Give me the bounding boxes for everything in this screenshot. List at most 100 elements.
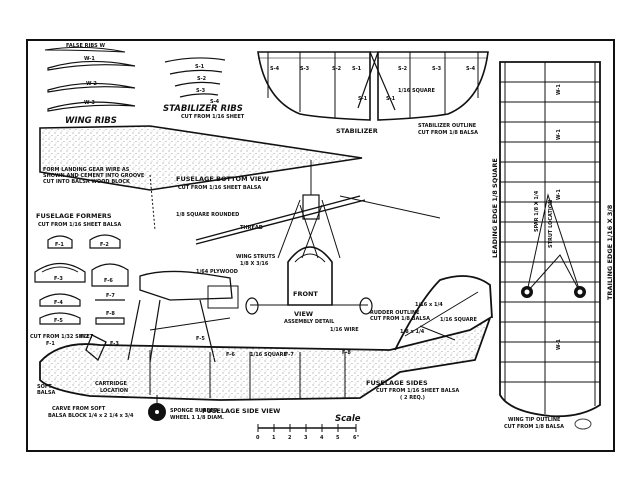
w2-label: W-2 [86,81,97,87]
stab-s1-lower-right: S-1 [386,96,396,102]
sponge-label-2: WHEEL 1 1/8 DIAM. [170,415,224,421]
scale-tick-4: 4 [320,435,324,441]
side-f7-label: F-7 [285,352,294,358]
formers-subtitle: CUT FROM 1/16 SHEET BALSA [38,222,121,228]
wing-rib-label-3: W-1 [556,189,562,200]
strut-location-label: STRUT LOCATION [548,200,554,248]
side-f2-label: F-2 [80,334,89,340]
leading-edge-label: LEADING EDGE 1/8 SQUARE [491,158,499,258]
plywood-label: 1/64 PLYWOOD [196,269,238,275]
wing-ribs-group: FALSE RIBS W W-1 W-2 W-3 WING RIBS [44,43,136,126]
carve-label-2: BALSA BLOCK 1/4 x 2 1/4 x 3/4 [48,413,134,419]
former-f6: F-6 [104,278,113,284]
former-f4: F-4 [54,300,63,306]
trailing-edge-label: TRAILING EDGE 1/16 X 3/8 [606,204,614,300]
former-f5: F-5 [54,318,63,324]
side-f1-label: F-1 [46,341,55,347]
side-f6-label: F-6 [226,352,235,358]
stabilizer-plan: S-4 S-3 S-2 S-1 S-2 S-3 S-4 S-1 S-1 1/16… [257,51,489,136]
cut-132-label: CUT FROM 1/32 SHEET [30,334,94,340]
s2-label: S-2 [197,76,207,82]
former-f8: F-8 [106,311,115,317]
rudder-outline-2: CUT FROM 1/8 BALSA [370,316,430,322]
wing-rib-label-1: W-1 [556,84,562,95]
fuselage-side-view: CUT FROM 1/32 SHEET F-2 F-1 F-3 F-5 F-6 … [30,270,493,421]
cartridge-label: CARTRIDGE [95,381,128,387]
s3-label: S-3 [196,88,206,94]
stab-s2-left: S-2 [332,66,342,72]
rounded-square-label: 1/8 SQUARE ROUNDED [176,212,239,218]
stab-square-label: 1/16 SQUARE [398,88,435,94]
w1-label: W-1 [84,56,95,62]
rudder-size-label: 1/16 x 1/4 [415,302,443,308]
wing-struts-label: WING STRUTS [236,254,276,260]
side-f3-label: F-3 [110,341,119,347]
rudder-size-label-2: 1/8 x 1/4 [400,329,425,335]
s4-label: S-4 [210,99,220,105]
stab-s1-left: S-1 [352,66,362,72]
stab-outline-line1: STABILIZER OUTLINE [418,123,477,129]
view-label: VIEW [294,310,313,318]
scale-tick-0: 0 [256,435,260,441]
scale-tick-3: 3 [304,435,308,441]
stab-s1-lower: S-1 [358,96,368,102]
former-f1: F-1 [55,242,64,248]
scale-title: Scale [335,414,361,424]
gear-note-1: FORM LANDING GEAR WIRE AS [43,167,130,173]
stab-s4-left: S-4 [270,66,280,72]
stab-s3-left: S-3 [300,66,310,72]
sides-title: FUSELAGE SIDES [366,379,428,387]
sides-quantity: ( 2 REQ.) [400,395,425,401]
wing-rib-label-4: W-1 [556,339,562,350]
front-label: FRONT [293,290,318,298]
stabilizer-ribs-subtitle: CUT FROM 1/16 SHEET [181,114,245,120]
stab-s3-right: S-3 [432,66,442,72]
scale-tick-5: 5 [336,435,340,441]
fuselage-bottom-view: FORM LANDING GEAR WIRE AS SHOWN AND CEME… [39,125,363,231]
wing-ribs-title: WING RIBS [65,116,117,126]
formers-title: FUSELAGE FORMERS [36,212,112,220]
publisher-stamp [574,418,592,430]
sponge-label-1: SPONGE RUBBER [170,408,218,414]
stabilizer-ribs-title: STABILIZER RIBS [163,104,243,114]
carve-label-1: CARVE FROM SOFT [52,406,106,412]
soft-balsa-2: BALSA [37,390,55,396]
front-view-assembly: 1/8 SQUARE ROUNDED THREAD WING STRUTS 1/… [176,160,441,333]
thread-label: THREAD [240,225,263,231]
wing-rib-label-2: W-1 [556,129,562,140]
scale-tick-2: 2 [288,435,292,441]
side-square-label: 1/16 SQUARE [250,352,287,358]
stab-s2-right: S-2 [398,66,408,72]
spar-label: SPAR 1/8 X 1/4 [534,190,540,232]
stab-outline-line2: CUT FROM 1/8 BALSA [418,130,478,136]
w3-label: W-3 [84,100,95,106]
bottom-view-subtitle: CUT FROM 1/16 SHEET BALSA [178,185,261,191]
assembly-detail-label: ASSEMBLY DETAIL [284,319,335,325]
former-f7: F-7 [106,293,115,299]
side-f5-label: F-5 [196,336,205,342]
wing-tip-label-1: WING TIP OUTLINE [508,417,561,423]
bottom-view-title: FUSELAGE BOTTOM VIEW [176,175,269,183]
stabilizer-ribs-group: S-1 S-2 S-3 S-4 STABILIZER RIBS CUT FROM… [163,57,245,120]
gear-note-2: SHOWN AND CEMENT INTO GROOVE [43,173,145,179]
scale-tick-1: 1 [272,435,276,441]
s1-label: S-1 [195,64,205,70]
scale-bar: Scale 0 1 2 3 4 5 6" [256,414,361,441]
side-f8-label: F-8 [342,350,351,356]
false-ribs-label: FALSE RIBS W [66,43,106,49]
former-f2: F-2 [100,242,109,248]
wire-label: 1/16 WIRE [330,327,359,333]
wing-struts-size: 1/8 X 3/16 [240,261,269,267]
stab-s4-right: S-4 [466,66,476,72]
soft-balsa-1: SOFT [37,384,52,390]
wing-tip-label-2: CUT FROM 1/8 BALSA [504,424,564,430]
stabilizer-title: STABILIZER [336,127,378,135]
gear-note-3: CUT INTO BALSA WOOD BLOCK [43,179,131,185]
side-view-title: FUSELAGE SIDE VIEW [202,407,280,415]
cartridge-location-label: LOCATION [100,388,128,394]
wing-plan: W-1 W-1 W-1 W-1 STRUT LOCATION SPAR 1/8 … [491,61,614,430]
rudder-outline-1: RUDDER OUTLINE [370,310,420,316]
former-f3: F-3 [54,276,63,282]
plan-border [26,39,615,452]
